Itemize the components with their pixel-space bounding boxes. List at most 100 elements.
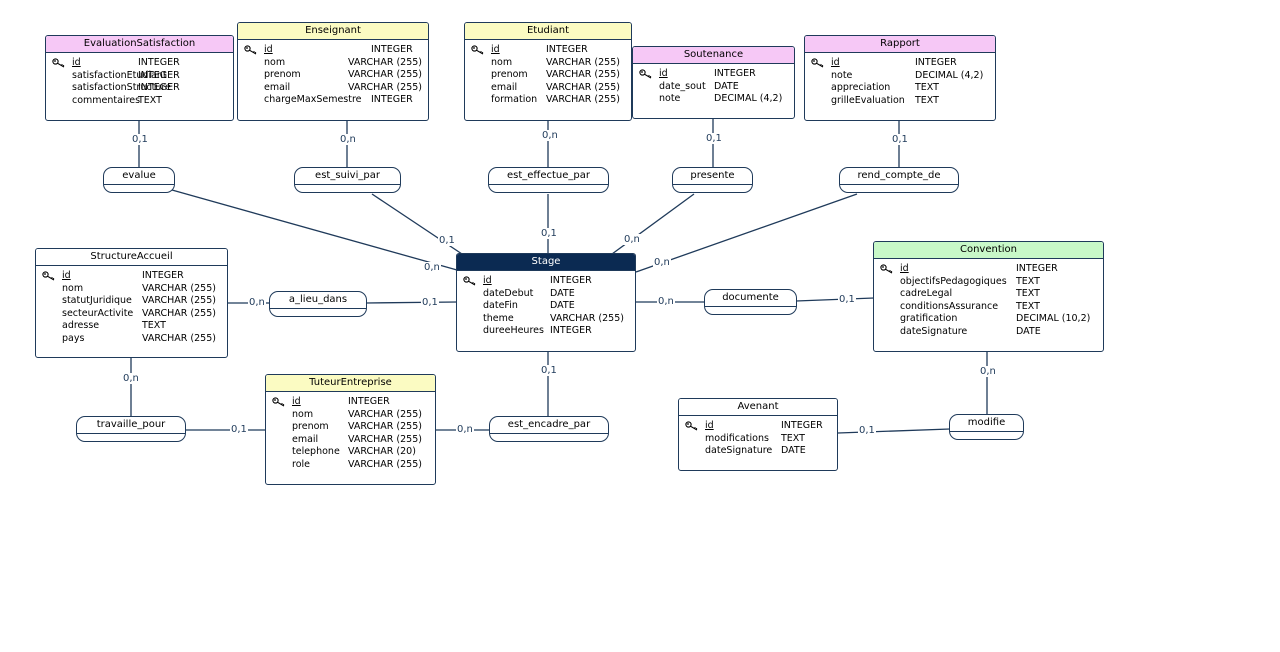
field-type: INTEGER (781, 420, 823, 431)
cardinality-label: 0,1 (705, 133, 723, 144)
field-name: role (292, 458, 310, 470)
field-type: VARCHAR (255) (142, 307, 216, 319)
association-name: modifie (967, 417, 1006, 428)
association-est-encadre-par[interactable]: est_encadre_par (489, 416, 609, 442)
field-name: commentaires (72, 94, 141, 106)
field-name: id (62, 270, 71, 281)
field-name: id (264, 44, 273, 55)
cardinality-label: 0,n (339, 134, 357, 145)
association-name: evalue (122, 170, 156, 181)
association-rend-compte-de[interactable]: rend_compte_de (839, 167, 959, 193)
association-a-lieu-dans[interactable]: a_lieu_dans (269, 291, 367, 317)
association-documente[interactable]: documente (704, 289, 797, 315)
association-modifie[interactable]: modifie (949, 414, 1024, 440)
field-type: TEXT (781, 432, 805, 444)
field-name: telephone (292, 446, 340, 458)
field-name: id (831, 57, 840, 68)
field-name: dateFin (483, 300, 518, 312)
primary-key-icon (685, 421, 698, 431)
association-divider (104, 184, 174, 185)
field-type: DATE (714, 80, 739, 92)
association-divider (489, 184, 608, 185)
field-name: id (900, 263, 909, 274)
association-name: documente (722, 292, 779, 303)
field-name: dateDebut (483, 287, 534, 299)
field-type: TEXT (1016, 275, 1040, 287)
field-name: cadreLegal (900, 288, 953, 300)
association-evalue[interactable]: evalue (103, 167, 175, 193)
link-evalue-stage (171, 189, 458, 271)
primary-key-row: id INTEGER (264, 44, 422, 57)
field-name: modifications (705, 432, 769, 444)
cardinality-label: 0,n (657, 296, 675, 307)
field-type: INTEGER (348, 396, 390, 407)
field-type: VARCHAR (255) (348, 458, 422, 470)
field-type: INTEGER (371, 44, 413, 55)
cardinality-label: 0,1 (230, 424, 248, 435)
cardinality-label: 0,1 (540, 365, 558, 376)
primary-key-icon (463, 276, 476, 286)
field-name: conditionsAssurance (900, 300, 999, 312)
field-row: role VARCHAR (255) (292, 459, 429, 472)
primary-key-icon (471, 45, 484, 55)
association-divider (490, 433, 608, 434)
field-type: INTEGER (714, 68, 756, 79)
field-name: chargeMaxSemestre (264, 94, 362, 106)
primary-key-icon (244, 45, 257, 55)
primary-key-icon (272, 397, 285, 407)
field-type: DATE (550, 287, 575, 299)
field-name: satisfactionEtudiant (72, 69, 167, 81)
association-est-suivi-par[interactable]: est_suivi_par (294, 167, 401, 193)
association-name: travaille_pour (96, 419, 166, 430)
field-name: nom (292, 408, 314, 420)
association-divider (705, 306, 796, 307)
primary-key-row: id INTEGER (831, 57, 989, 70)
field-type: TEXT (142, 320, 166, 332)
field-type: VARCHAR (255) (348, 433, 422, 445)
field-type: INTEGER (915, 57, 957, 68)
field-name: adresse (62, 320, 100, 332)
association-est-effectue-par[interactable]: est_effectue_par (488, 167, 609, 193)
entity-title: Avenant (679, 399, 837, 416)
field-type: VARCHAR (255) (142, 295, 216, 307)
association-divider (950, 431, 1023, 432)
field-type: DECIMAL (4,2) (714, 93, 783, 105)
entity-title: Soutenance (633, 47, 794, 64)
association-divider (840, 184, 958, 185)
cardinality-label: 0,1 (421, 297, 439, 308)
field-name: nom (264, 56, 286, 68)
association-divider (673, 184, 752, 185)
association-presente[interactable]: presente (672, 167, 753, 193)
primary-key-icon (880, 264, 893, 274)
association-travaille-pour[interactable]: travaille_pour (76, 416, 186, 442)
primary-key-icon (52, 58, 65, 68)
field-type: VARCHAR (255) (546, 94, 620, 106)
